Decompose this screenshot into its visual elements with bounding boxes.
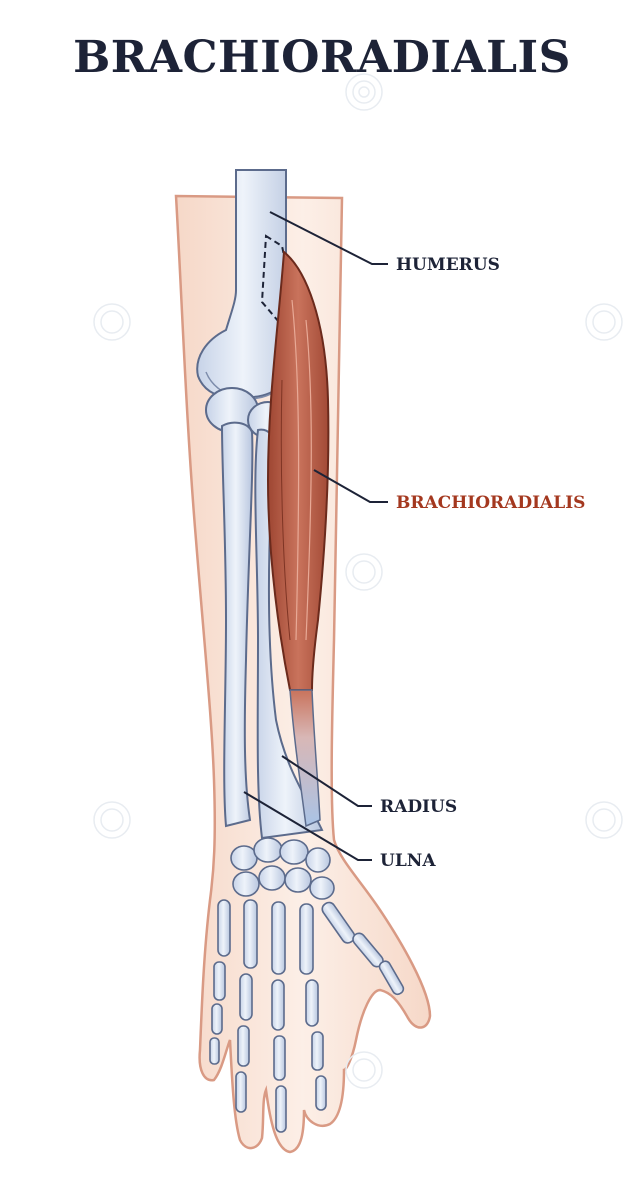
brachioradialis-muscle (266, 250, 330, 828)
radius-label: RADIUS (380, 797, 458, 817)
finger-bones (209, 899, 405, 1133)
watermark (93, 73, 623, 1089)
carpal-bones (230, 837, 335, 900)
ulna-leader-line (243, 791, 372, 861)
brachioradialis-leader-line (313, 469, 388, 503)
humerus-label: HUMERUS (396, 255, 500, 275)
ulna-bone (220, 421, 254, 828)
humerus-leader-line (269, 211, 388, 265)
page-title: BRACHIORADIALIS (73, 32, 571, 83)
radius-leader-line (281, 755, 372, 807)
leader-lines (243, 211, 388, 861)
brachioradialis-label: BRACHIORADIALIS (396, 493, 586, 513)
ulna-label: ULNA (380, 851, 436, 871)
